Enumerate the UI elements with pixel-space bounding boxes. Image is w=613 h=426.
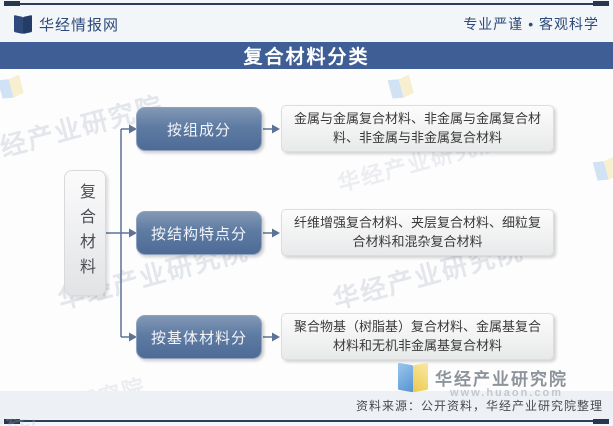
footer-brand-url: www.huaon.com <box>450 387 563 399</box>
branch-label: 按组成分 <box>166 121 231 139</box>
page-title: 复合材料分类 <box>243 47 370 68</box>
bottom-right-line-cap <box>593 418 609 424</box>
footer-book-left-page <box>398 362 413 393</box>
description-node-by-composition: 金属与金属复合材料、非金属与金属复合材料、非金属与非金属复合材料 <box>281 105 554 152</box>
bottom-border-line <box>6 420 607 422</box>
description-text: 金属与金属复合材料、非金属与金属复合材料、非金属与非金属复合材料 <box>293 110 541 145</box>
description-node-by-matrix: 聚合物基（树脂基）复合材料、金属基复合材料和无机非金属基复合材料 <box>281 313 554 360</box>
top-left-line-cap <box>4 1 20 7</box>
header: 华经情报网 专业严谨 • 客观科学 <box>0 6 613 42</box>
book-logo-icon <box>14 14 32 34</box>
site-brand: 华经情报网 <box>14 14 119 35</box>
title-bar: 复合材料分类 <box>0 42 613 69</box>
book-left-page <box>14 14 23 34</box>
branch-node-by-composition: 按组成分 <box>136 107 262 151</box>
footer-brand: 华经产业研究院 <box>398 362 568 393</box>
root-node-label: 复合材料 <box>77 183 94 283</box>
branch-node-by-structure: 按结构特点分 <box>136 211 262 255</box>
branch-label: 按结构特点分 <box>150 225 247 243</box>
footer-brand-name: 华经产业研究院 <box>435 370 568 389</box>
footer-book-logo-icon <box>398 362 428 393</box>
book-right-page <box>23 14 32 34</box>
branch-label: 按基体材料分 <box>150 329 247 347</box>
root-node-composite-material: 复合材料 <box>64 170 106 296</box>
footer-book-right-page <box>413 362 428 393</box>
bottom-left-line-cap <box>4 418 20 424</box>
description-text: 纤维增强复合材料、夹层复合材料、细粒复合材料和混杂复合材料 <box>293 214 541 249</box>
footer-bar <box>0 391 613 419</box>
top-right-line-cap <box>593 1 609 7</box>
top-border-line <box>6 3 607 5</box>
header-tagline: 专业严谨 • 客观科学 <box>463 16 599 32</box>
branch-node-by-matrix: 按基体材料分 <box>136 315 262 359</box>
source-note: 资料来源：公开资料，华经产业研究院整理 <box>355 399 603 413</box>
description-node-by-structure: 纤维增强复合材料、夹层复合材料、细粒复合材料和混杂复合材料 <box>281 209 554 256</box>
description-text: 聚合物基（树脂基）复合材料、金属基复合材料和无机非金属基复合材料 <box>293 318 541 353</box>
site-name: 华经情报网 <box>39 16 120 34</box>
